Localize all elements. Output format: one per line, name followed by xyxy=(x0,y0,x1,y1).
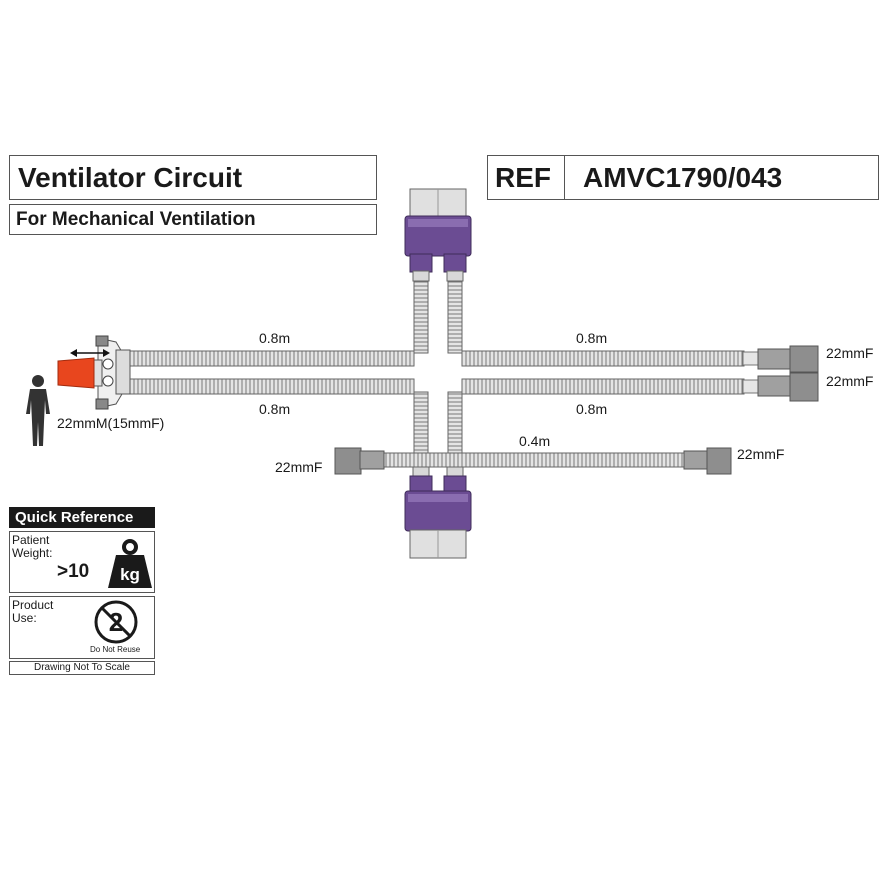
label-port-bottom-right: 22mmF xyxy=(737,446,784,462)
product-use-label: Product Use: xyxy=(12,598,54,625)
label-patient-port: 22mmM(15mmF) xyxy=(57,415,164,431)
page-title: Ventilator Circuit xyxy=(18,162,243,193)
do-not-reuse-icon: 2 xyxy=(94,600,138,644)
tube-lower-left xyxy=(129,378,415,395)
quick-reference-heading: Quick Reference xyxy=(9,507,155,528)
patient-weight-label: Patient Weight: xyxy=(12,533,53,560)
title-box: Ventilator Circuit xyxy=(9,155,377,200)
do-not-reuse-text: Do Not Reuse xyxy=(90,645,141,654)
port-bottom-right xyxy=(683,447,732,475)
label-port-right-lower: 22mmF xyxy=(826,373,873,389)
label-limb-bottom: 0.4m xyxy=(519,433,550,449)
label-port-bottom-left: 22mmF xyxy=(275,459,322,475)
label-limb-lower-left: 0.8m xyxy=(259,401,290,417)
port-right-upper xyxy=(742,345,819,373)
label-port-right-upper: 22mmF xyxy=(826,345,873,361)
ref-box: REF AMVC1790/043 xyxy=(487,155,879,200)
page-subtitle: For Mechanical Ventilation xyxy=(16,209,256,230)
patient-weight-value: >10 xyxy=(57,561,90,582)
subtitle-box: For Mechanical Ventilation xyxy=(9,204,377,235)
patient-icon xyxy=(26,375,50,446)
port-right-lower xyxy=(742,372,819,402)
tube-upper-right xyxy=(461,350,745,367)
top-y-connector xyxy=(404,188,472,282)
mask-connector xyxy=(57,357,95,389)
label-limb-upper-right: 0.8m xyxy=(576,330,607,346)
product-use-cell: Product Use: 2 Do Not Reuse xyxy=(9,596,155,659)
patient-weight-cell: Patient Weight: >10 kg xyxy=(9,531,155,593)
movement-arrow-icon xyxy=(70,349,110,357)
patient-wye xyxy=(93,335,131,410)
tube-bottom xyxy=(383,452,685,468)
vertical-tube-upper-left xyxy=(413,280,429,354)
ref-label: REF xyxy=(495,162,551,193)
bottom-y-connector xyxy=(404,466,472,559)
port-bottom-left xyxy=(334,447,385,475)
tube-lower-right xyxy=(461,378,745,395)
label-limb-lower-right: 0.8m xyxy=(576,401,607,417)
weight-icon: kg xyxy=(108,539,152,588)
weight-unit: kg xyxy=(120,565,140,584)
ref-divider xyxy=(564,156,565,199)
ref-code: AMVC1790/043 xyxy=(583,162,783,193)
vertical-tube-upper-right xyxy=(447,280,463,354)
tube-upper-left xyxy=(129,350,415,367)
label-limb-upper-left: 0.8m xyxy=(259,330,290,346)
scale-note: Drawing Not To Scale xyxy=(9,661,155,675)
